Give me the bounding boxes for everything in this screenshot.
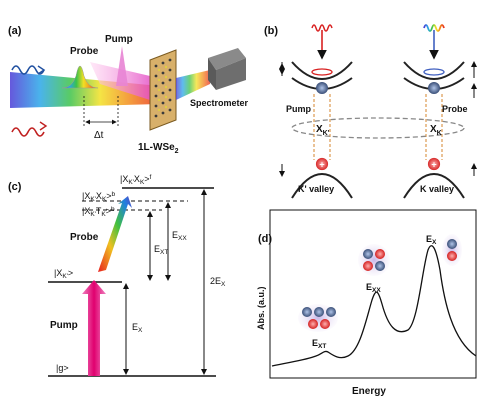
probe-polarization-arrow <box>37 65 46 75</box>
panel-c-label: (c) <box>8 181 22 193</box>
k-conduction-band <box>403 61 465 80</box>
e-x-label: EX <box>132 322 143 334</box>
pump-polarization-arrow <box>39 121 48 131</box>
panel-a: (a) <box>8 25 249 155</box>
level-x-label: |XK'> <box>54 268 73 280</box>
transmitted-beam <box>176 70 210 100</box>
x-axis-label: Energy <box>352 386 386 397</box>
peak-ex-label: EX <box>426 234 437 246</box>
exciton-k-label: XK <box>430 124 442 137</box>
probe-label-b: Probe <box>442 104 468 114</box>
pump-label-b: Pump <box>286 104 312 114</box>
probe-label: Probe <box>70 46 99 57</box>
delay-label: Δt <box>94 130 104 141</box>
peak-ext-label: EXT <box>312 338 326 350</box>
panel-c: (c) |XK'XK>f |XK'XK>b |XK'TK>b |XK'> |g>… <box>8 174 226 377</box>
hole-plus-icon: + <box>319 160 324 170</box>
panel-b: (b) + + <box>264 24 477 199</box>
probe-pulse <box>61 65 99 89</box>
pump-label-c: Pump <box>50 320 78 331</box>
level-xt-label: |XK'TK>b <box>82 206 115 218</box>
probe-wave-icon <box>423 24 445 32</box>
hole-plus-icon-k: + <box>431 160 436 170</box>
panel-a-label: (a) <box>8 25 22 37</box>
electron-kprime <box>316 82 328 94</box>
kprime-valley-label: K' valley <box>298 184 334 194</box>
hole-k <box>427 157 441 171</box>
k-valley-label: K valley <box>420 184 454 194</box>
plot-frame <box>269 209 477 379</box>
probe-transition-arrow <box>98 196 132 272</box>
probe-label-c: Probe <box>70 232 99 243</box>
peak-exx-label: EXX <box>366 282 381 294</box>
pump-wave-icon <box>311 24 333 32</box>
exciton-cartoon <box>442 234 462 266</box>
y-axis-label: Abs. (a.u.) <box>256 286 266 330</box>
two-ex-label: 2EX <box>210 276 226 288</box>
pump-rotation-icon <box>311 68 333 76</box>
wse2-sample <box>149 49 177 131</box>
level-ff-label: |XK'XK>f <box>120 174 152 186</box>
level-g-label: |g> <box>56 363 69 373</box>
panel-d: (d) EXT EXX EX Abs. (a.u.) Energy <box>256 209 477 397</box>
sample-label: 1L-WSe2 <box>138 142 179 155</box>
e-xt-label: EXT <box>154 244 168 256</box>
kprime-conduction-band <box>291 61 353 80</box>
kprime-valence-band <box>291 173 353 199</box>
trion-cartoon <box>298 304 338 332</box>
hole-kprime <box>315 157 329 171</box>
pump-polarization-icon <box>11 127 45 137</box>
panel-b-label: (b) <box>264 25 278 37</box>
probe-rotation-icon <box>423 68 445 76</box>
electron-k <box>428 82 440 94</box>
probe-beam <box>10 72 160 108</box>
pump-transition-arrow <box>82 280 106 376</box>
spectrometer-label: Spectrometer <box>190 98 249 108</box>
e-xx-label: EXX <box>172 230 187 242</box>
spectrometer-icon <box>208 48 246 90</box>
pump-label: Pump <box>105 34 133 45</box>
exciton-kprime-label: XK' <box>316 124 330 137</box>
panel-d-label: (d) <box>258 233 272 245</box>
biexciton-cartoon <box>358 244 390 276</box>
biexciton-ellipse <box>291 117 465 139</box>
level-xx-label: |XK'XK>b <box>82 191 116 203</box>
pump-pulse <box>116 46 128 86</box>
k-valence-band <box>403 173 465 199</box>
absorption-spectrum <box>271 245 477 367</box>
